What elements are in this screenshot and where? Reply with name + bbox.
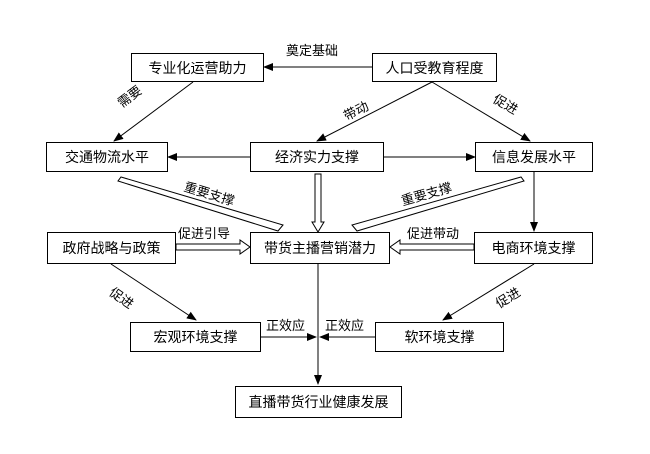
node-education: 人口受教育程度 [372,53,497,82]
double-arrow-ecommerce-to-potential [389,239,475,255]
node-ecommerce: 电商环境支撑 [474,232,593,264]
label-foundation: 奠定基础 [286,44,339,59]
double-arrow-information-to-potential [351,176,525,232]
arrow-ecommerce-to-soft [442,263,535,321]
arrow-education-to-economy [316,81,433,142]
node-government: 政府战略与政策 [47,232,176,264]
node-logistics: 交通物流水平 [46,142,168,172]
node-health: 直播带货行业健康发展 [235,386,402,418]
arrow-education-to-information [431,81,531,142]
label-promote-drive: 促进带动 [407,227,460,242]
node-potential: 带货主播营销潜力 [250,232,390,264]
double-arrow-economy-to-potential [311,173,325,233]
arrow-government-to-macro [110,263,197,321]
node-economy: 经济实力支撑 [250,142,384,172]
node-professional-ops: 专业化运营助力 [131,53,264,82]
label-positive-right: 正效应 [325,319,365,334]
double-arrow-logistics-to-potential [117,176,284,232]
label-positive-left: 正效应 [266,319,306,334]
node-macro: 宏观环境支撑 [130,322,261,352]
arrow-ops-to-logistics [113,81,194,142]
node-information: 信息发展水平 [475,142,593,172]
label-guide: 促进引导 [178,227,231,242]
double-arrow-government-to-potential [175,239,251,255]
node-soft: 软环境支撑 [375,322,504,352]
